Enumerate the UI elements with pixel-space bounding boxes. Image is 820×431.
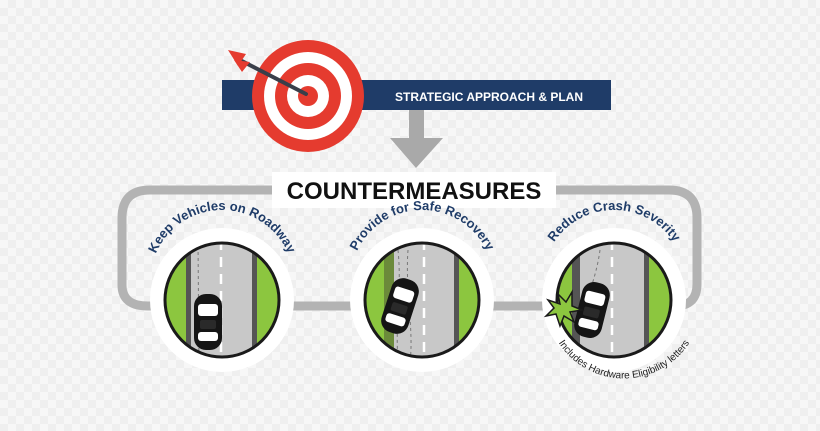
car-crash-impact-icon	[557, 243, 671, 357]
down-arrow-icon	[390, 110, 443, 168]
category-safe-recovery: Provide for Safe Recovery	[346, 198, 498, 372]
connector-loop	[117, 185, 702, 311]
category-reduce-crash: Reduce Crash Severity Includes Hardware …	[542, 198, 692, 381]
impact-burst-icon	[543, 289, 585, 329]
strategic-approach-label: STRATEGIC APPROACH & PLAN	[395, 90, 583, 104]
car-recovering-off-road-icon	[365, 243, 479, 357]
car-on-road-icon	[165, 243, 279, 357]
countermeasures-title: COUNTERMEASURES	[287, 178, 542, 205]
category-keep-vehicles: Keep Vehicles on Roadway	[145, 198, 299, 372]
countermeasures-title-box: COUNTERMEASURES	[272, 172, 556, 208]
target-with-arrow-icon	[228, 40, 364, 152]
